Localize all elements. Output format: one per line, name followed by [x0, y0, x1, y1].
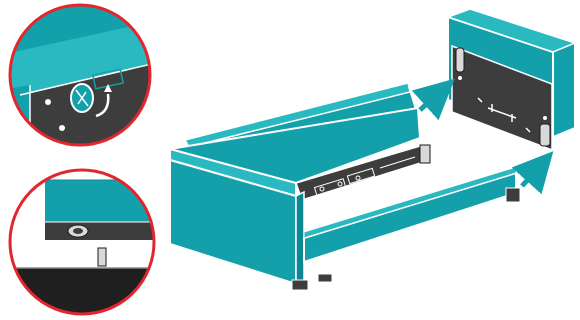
sofa-foot-right	[506, 188, 520, 202]
attach-arrow-top	[420, 92, 440, 110]
sofa-foot-rear-left	[318, 274, 332, 282]
side-panel-slot-top	[456, 48, 464, 72]
rail-end-post	[420, 145, 430, 163]
side-panel	[448, 9, 575, 150]
bolt-icon	[543, 116, 547, 120]
callout-top	[0, 0, 160, 160]
bolt-icon	[68, 225, 88, 237]
knob-screw-icon	[71, 84, 93, 112]
bolt-icon	[458, 76, 462, 80]
attach-arrow-bottom	[522, 166, 540, 186]
sofa-foot-front-left	[292, 280, 308, 290]
side-panel-slot-bottom	[540, 124, 550, 146]
callout-bottom	[0, 160, 170, 320]
foot-peg	[98, 248, 106, 266]
sofa-side-face	[296, 192, 304, 284]
